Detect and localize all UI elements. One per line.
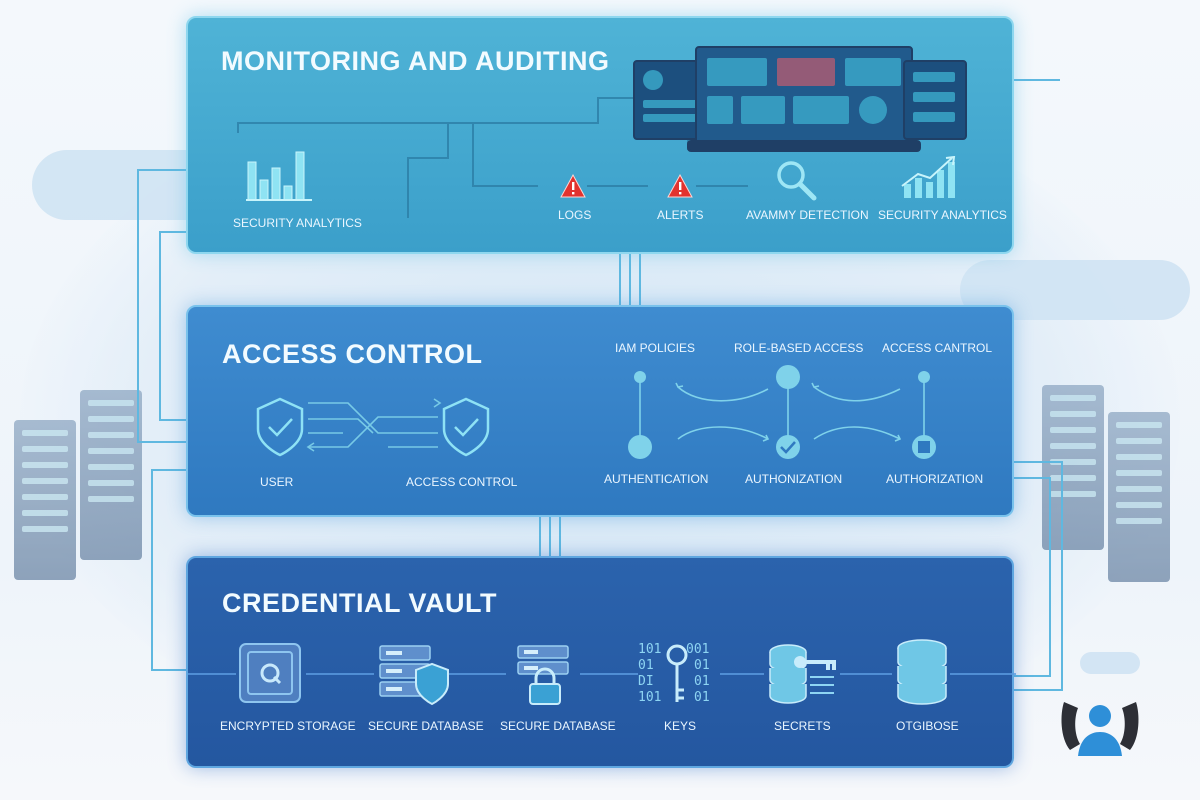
user-access-flow [256, 397, 490, 457]
keys-label: KEYS [664, 719, 697, 733]
monitoring-title: MONITORING AND AUDITING [221, 46, 610, 76]
monitor-center-trend [793, 96, 849, 124]
monitor-center-x-box [707, 96, 733, 124]
monitor-right-row-1 [913, 72, 955, 82]
authorization-right-label: AUTHORIZATION [886, 472, 984, 486]
binary-digit: 01 [694, 674, 710, 689]
monitor-right-row-3 [913, 112, 955, 122]
logs-label: LOGS [558, 208, 592, 222]
role-node [776, 365, 800, 389]
access-control-right-label: ACCESS CANTROL [882, 341, 993, 355]
shield-check-icon [256, 397, 304, 457]
monitoring-panel: MONITORING AND AUDITING SECURITY ANALYTI… [186, 16, 1014, 254]
server-lock-icon [517, 645, 569, 705]
authentication-node [628, 435, 652, 459]
access-control-left-label: ACCESS CONTROL [406, 475, 518, 489]
secrets-label: SECRETS [774, 719, 831, 733]
alerts-label: ALERTS [657, 208, 704, 222]
binary-digit: 101 [638, 642, 662, 657]
alert-triangle-icon [560, 173, 586, 198]
cloud-bottom-right [1080, 652, 1140, 674]
user-label: USER [260, 475, 294, 489]
credential-vault-panel: CREDENTIAL VAULT ENCRYPTED STORAGE SECUR… [186, 556, 1016, 768]
monitor-center-pie [859, 96, 887, 124]
authorization-middle-label: AUTHONIZATION [745, 472, 843, 486]
access-control-title: ACCESS CONTROL [222, 339, 483, 369]
anomaly-detection-label: AVAMMY DETECTION [746, 208, 869, 222]
monitor-right [903, 60, 967, 140]
trend-chart-icon [901, 156, 956, 198]
key-icon [666, 644, 688, 702]
monitor-center-lines [741, 96, 785, 124]
role-based-access-label: ROLE-BASED ACCESS [734, 341, 864, 355]
alert-triangle-icon [667, 173, 693, 198]
access-control-node [918, 371, 930, 383]
monitor-stand [687, 140, 921, 152]
monitor-left-row-2 [643, 114, 697, 122]
server-rack-left-2 [80, 390, 142, 560]
bar-chart-icon [246, 151, 312, 201]
authentication-label: AUTHENTICATION [604, 472, 709, 486]
database-icon [897, 639, 947, 705]
iam-policies-label: IAM POLICIES [615, 341, 696, 355]
shield-check-icon [442, 397, 490, 457]
server-rack-right-2 [1108, 412, 1170, 582]
credential-vault-title: CREDENTIAL VAULT [222, 588, 497, 618]
server-rack-right-1 [1042, 385, 1104, 550]
iam-policy-node [634, 371, 646, 383]
binary-digit: 001 [686, 642, 710, 657]
authorization-node [776, 435, 800, 459]
server-shield-icon [379, 645, 449, 706]
binary-digit: DI [638, 674, 654, 689]
security-analytics-right-label: SECURITY ANALYTICS [878, 208, 1007, 222]
vault-traces [188, 673, 1016, 675]
server-rack-left-1 [14, 420, 76, 580]
secure-database-1-label: SECURE DATABASE [368, 719, 484, 733]
encrypted-storage-label: ENCRYPTED STORAGE [220, 719, 356, 733]
binary-digit: 01 [694, 690, 710, 705]
monitor-center-chart [707, 58, 767, 86]
monitor-right-row-2 [913, 92, 955, 102]
policy-flow-graph [628, 365, 936, 459]
monitor-center [695, 46, 913, 144]
binary-digit: 101 [638, 690, 662, 705]
person-logo-icon [1061, 702, 1139, 756]
security-analytics-left-label: SECURITY ANALYTICS [233, 216, 362, 230]
binary-digit: 01 [638, 658, 654, 673]
binary-digit: 01 [694, 658, 710, 673]
key-database-icon [769, 644, 836, 704]
binary-key-icon: 101 001 01 01 DI 01 101 01 [638, 642, 718, 708]
access-control-panel: ACCESS CONTROL USER ACCESS CONTROL IAM P… [186, 305, 1014, 517]
dashboard-monitors-icon [633, 46, 973, 154]
monitor-center-alert-list [777, 58, 835, 86]
monitor-left-gauge [643, 70, 663, 90]
safe-icon [239, 643, 301, 703]
database-label: OTGIBOSE [896, 719, 959, 733]
monitor-left-row-1 [643, 100, 697, 108]
secure-database-2-label: SECURE DATABASE [500, 719, 616, 733]
magnifier-icon [777, 161, 817, 201]
monitor-center-panel [845, 58, 901, 86]
